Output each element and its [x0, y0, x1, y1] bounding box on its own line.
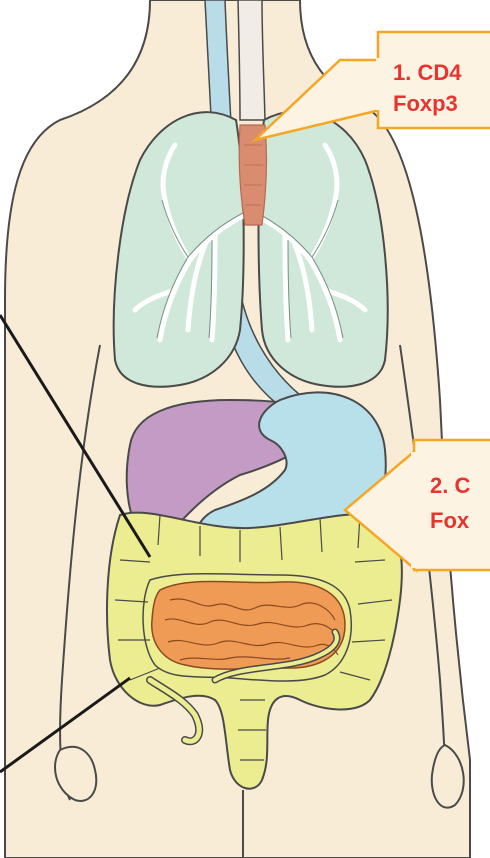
callout-1-line1: 1. CD4 [393, 60, 462, 85]
callout-2-line2: Fox [430, 508, 470, 533]
thymus [239, 125, 266, 225]
callout-1-line2: Foxp3 [393, 91, 458, 116]
callout-2-box [414, 440, 490, 570]
callout-2-line1: 2. C [430, 473, 470, 498]
trachea [238, 0, 265, 120]
